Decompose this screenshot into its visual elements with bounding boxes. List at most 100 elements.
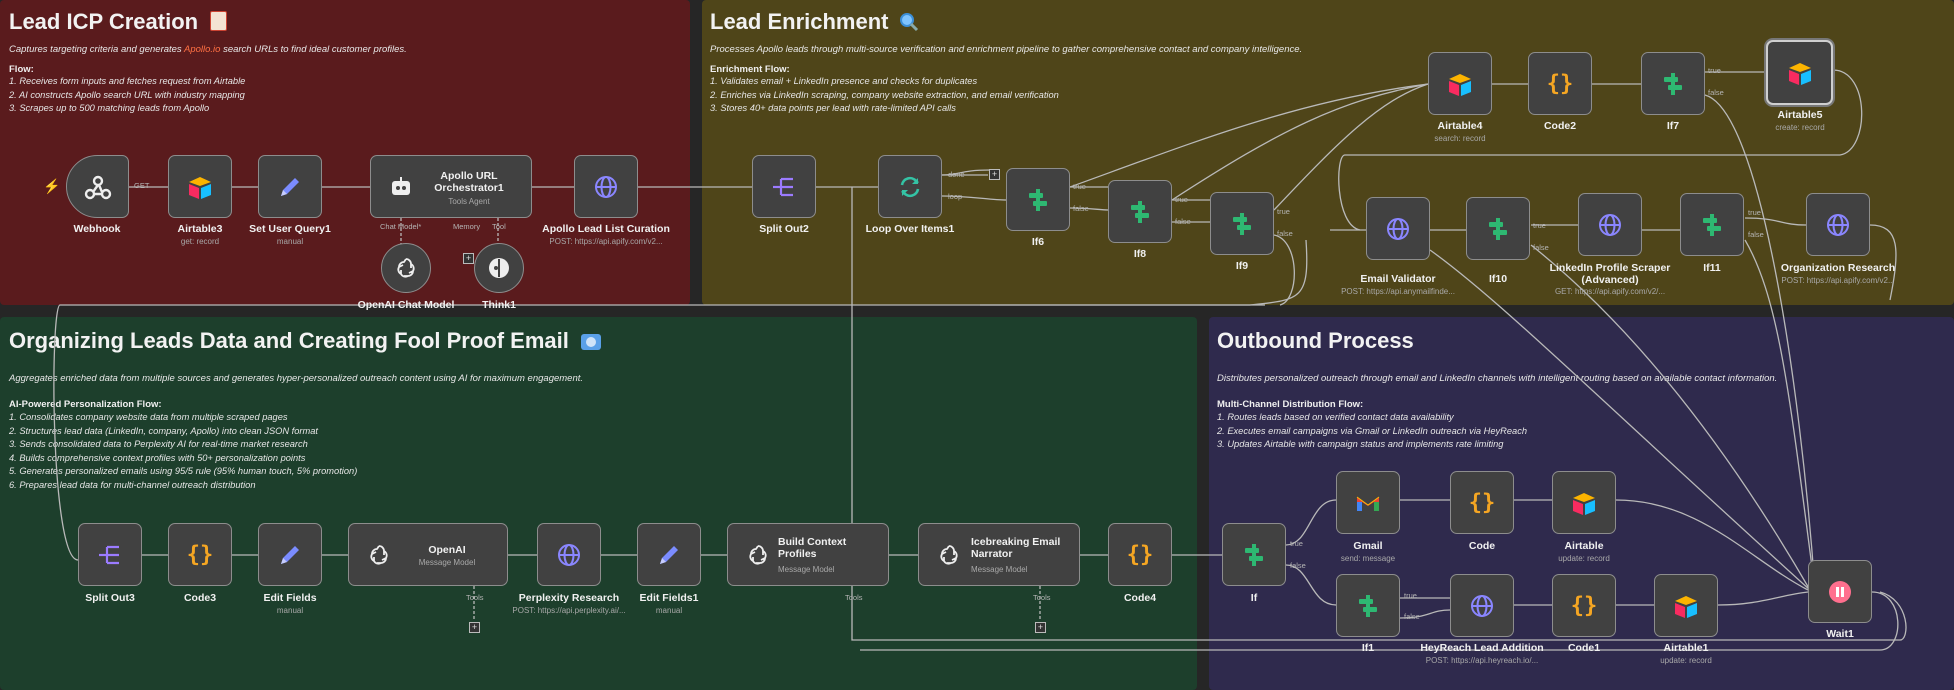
connection[interactable] <box>1285 564 1337 606</box>
node-perplexity-research[interactable] <box>537 523 601 586</box>
node-subtitle: POST: https://api.apify.com/v2... <box>1781 276 1895 285</box>
connection[interactable] <box>1069 207 1109 211</box>
section-organizing-leads[interactable] <box>0 317 1197 690</box>
openai-icon <box>746 543 770 572</box>
connection[interactable] <box>1285 499 1337 546</box>
node-subtitle: get: record <box>180 237 220 246</box>
split-icon <box>771 175 797 199</box>
node-if9[interactable] <box>1210 192 1274 255</box>
node-if8[interactable] <box>1108 180 1172 243</box>
node-wait1[interactable] <box>1808 560 1872 623</box>
node-email-validator[interactable] <box>1366 197 1430 260</box>
connection[interactable] <box>1069 83 1429 188</box>
flow-item: 1. Validates email + LinkedIn presence a… <box>710 76 978 86</box>
section-title: Lead ICP Creation <box>9 9 228 35</box>
node-subtitle: manual <box>655 606 683 615</box>
pencil-icon <box>277 542 303 568</box>
node-set-user-query1[interactable] <box>258 155 322 218</box>
node-apollo-url-orchestrator1[interactable]: Apollo URL Orchestrator1 Tools Agent <box>370 155 532 218</box>
node-if10[interactable] <box>1466 197 1530 260</box>
connection[interactable] <box>1744 239 1816 591</box>
connection[interactable] <box>1429 249 1811 591</box>
connection[interactable] <box>1171 83 1429 201</box>
split-icon <box>97 543 123 567</box>
node-apollo-lead-list-curation[interactable] <box>574 155 638 218</box>
connection[interactable] <box>1530 244 1811 591</box>
connection[interactable] <box>1704 94 1816 591</box>
node-loop-over-items1[interactable] <box>878 155 942 218</box>
node-label: Wait1 <box>1826 628 1854 640</box>
connection[interactable] <box>1869 224 1897 301</box>
node-openai-chat-model[interactable] <box>381 243 431 293</box>
node-label: OpenAI <box>428 544 466 556</box>
node-label: Split Out2 <box>759 223 809 235</box>
node-label: Code2 <box>1543 120 1577 132</box>
node-heyreach-lead-addition[interactable] <box>1450 574 1514 637</box>
node-code4[interactable]: {} <box>1108 523 1172 586</box>
node-label: Airtable3 <box>177 223 223 235</box>
node-airtable1[interactable] <box>1654 574 1718 637</box>
connection[interactable] <box>860 591 1899 651</box>
if-icon <box>1699 212 1725 238</box>
node-label: HeyReach Lead Addition <box>1420 642 1544 654</box>
node-linkedin-profile-scraper[interactable] <box>1578 193 1642 256</box>
flow-heading: Multi-Channel Distribution Flow: <box>1217 399 1364 410</box>
add-memory-button[interactable]: + <box>463 253 474 264</box>
node-label: Apollo URL Orchestrator1 <box>434 170 504 194</box>
port-label: true <box>1277 207 1290 216</box>
gmail-icon <box>1355 493 1381 513</box>
node-split-out2[interactable] <box>752 155 816 218</box>
connection[interactable] <box>1615 499 1809 591</box>
node-code3[interactable]: {} <box>168 523 232 586</box>
node-openai[interactable]: OpenAI Message Model <box>348 523 508 586</box>
node-build-context-profiles[interactable]: Build Context Profiles Message Model <box>727 523 889 586</box>
node-airtable4[interactable] <box>1428 52 1492 115</box>
add-tool-button[interactable]: + <box>469 622 480 633</box>
flow-item: 2. Structures lead data (LinkedIn, compa… <box>9 425 319 436</box>
section-description: Processes Apollo leads through multi-sou… <box>710 44 1303 55</box>
node-code[interactable]: {} <box>1450 471 1514 534</box>
robot-icon <box>389 176 413 203</box>
node-if1[interactable] <box>1336 574 1400 637</box>
node-gmail[interactable] <box>1336 471 1400 534</box>
node-airtable[interactable] <box>1552 471 1616 534</box>
node-icebreaking-email-narrator[interactable]: Icebreaking Email Narrator Message Model <box>918 523 1080 586</box>
node-edit-fields[interactable] <box>258 523 322 586</box>
connection[interactable] <box>53 239 1308 561</box>
globe-icon <box>1825 212 1851 238</box>
if-icon <box>1355 593 1381 619</box>
node-if[interactable] <box>1222 523 1286 586</box>
section-lead-icp-creation[interactable] <box>0 0 690 305</box>
node-organization-research[interactable] <box>1806 193 1870 256</box>
node-if11[interactable] <box>1680 193 1744 256</box>
add-node-button[interactable]: + <box>989 169 1000 180</box>
connection[interactable] <box>1273 234 1295 306</box>
code-icon: {} <box>1468 490 1496 515</box>
node-label: Code4 <box>1123 592 1157 604</box>
node-edit-fields1[interactable] <box>637 523 701 586</box>
node-code2[interactable]: {} <box>1528 52 1592 115</box>
node-airtable3[interactable] <box>168 155 232 218</box>
node-split-out3[interactable] <box>78 523 142 586</box>
connection[interactable] <box>941 169 991 176</box>
port-label: false <box>1277 229 1293 238</box>
add-tool-button[interactable]: + <box>1035 622 1046 633</box>
connection[interactable] <box>941 195 1007 201</box>
node-if7[interactable] <box>1641 52 1705 115</box>
node-if6[interactable] <box>1006 168 1070 231</box>
node-label: If1 <box>1361 642 1375 654</box>
connection[interactable] <box>1338 69 1863 231</box>
node-think1[interactable] <box>474 243 524 293</box>
connection[interactable] <box>1399 609 1451 619</box>
node-subtitle: GET: https://api.apify.com/v2/... <box>1554 287 1666 296</box>
connection[interactable] <box>1717 591 1809 606</box>
connection[interactable] <box>1273 83 1429 211</box>
connection[interactable] <box>1744 217 1807 226</box>
connection[interactable] <box>851 586 1907 641</box>
node-label: Airtable4 <box>1437 120 1483 132</box>
node-airtable5[interactable] <box>1766 40 1833 105</box>
node-code1[interactable]: {} <box>1552 574 1616 637</box>
node-webhook[interactable] <box>66 155 129 218</box>
